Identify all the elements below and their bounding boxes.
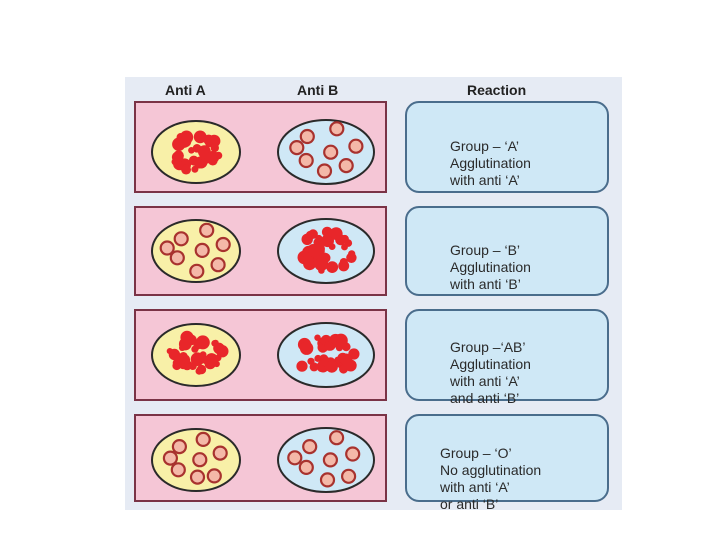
red-cell: [319, 472, 336, 488]
row-4-line-1: Group – ‘O’: [440, 445, 512, 461]
row-2-line-2: Agglutination: [450, 259, 531, 275]
row-4-reaction-box: [405, 414, 609, 502]
red-cell: [328, 430, 345, 446]
row-1-anti-a-dish: [151, 120, 241, 184]
red-cell: [192, 452, 208, 468]
row-2-anti-a-dish: [151, 219, 241, 283]
row-1-reaction-box: [405, 101, 609, 193]
row-4-line-2: No agglutination: [440, 462, 542, 478]
row-3-line-1: Group –‘AB’: [450, 339, 526, 355]
row-3-anti-b-dish: [277, 322, 375, 388]
row-1-line-2: Agglutination: [450, 155, 531, 171]
row-2-reaction-box: [405, 206, 609, 296]
row-3-line-4: and anti ‘B’: [450, 390, 520, 406]
red-cell: [215, 236, 231, 253]
red-cell: [323, 144, 339, 160]
agglutination-clump: [171, 130, 223, 175]
red-cell: [298, 152, 314, 169]
red-cell: [316, 163, 333, 179]
red-cell: [340, 468, 357, 484]
red-cell: [289, 140, 305, 156]
row-1-line-1: Group – ‘A’: [450, 138, 519, 154]
row-4-anti-a-dish: [151, 428, 241, 492]
red-cell: [171, 439, 187, 455]
red-cell: [189, 469, 206, 485]
red-cell: [329, 121, 345, 137]
header-reaction: Reaction: [467, 82, 527, 98]
agglutination-clump: [296, 333, 360, 374]
header-anti-a: Anti A: [165, 82, 206, 98]
red-cell: [189, 263, 205, 279]
row-1-anti-b-dish: [277, 119, 375, 185]
row-3-anti-a-dish: [151, 323, 241, 387]
row-4-line-3: with anti ‘A’: [440, 479, 510, 495]
red-cell: [348, 138, 364, 154]
red-cell: [299, 128, 315, 145]
row-2-line-1: Group – ‘B’: [450, 242, 521, 258]
row-2-anti-b-dish: [277, 218, 375, 284]
red-cell: [345, 446, 361, 462]
row-3-line-3: with anti ‘A’: [450, 373, 520, 389]
red-cell: [322, 452, 339, 468]
red-cell: [287, 450, 303, 466]
red-cell: [302, 439, 318, 455]
red-cell: [199, 222, 215, 238]
red-cell: [338, 157, 354, 174]
red-cell: [210, 257, 226, 273]
red-cell: [206, 468, 222, 484]
red-cell: [169, 250, 185, 266]
row-3-reaction-box: [405, 309, 609, 401]
red-cell: [195, 431, 211, 447]
red-cell: [212, 445, 228, 461]
agglutination-clump: [166, 330, 229, 375]
dish-plate: [277, 218, 375, 284]
red-cell: [159, 240, 175, 256]
red-cell: [194, 242, 210, 259]
red-cell: [170, 462, 186, 478]
row-4-line-4: or anti ‘B’: [440, 496, 499, 512]
agglutination-clump: [297, 226, 357, 274]
row-2-line-3: with anti ‘B’: [450, 276, 521, 292]
red-cell: [162, 450, 178, 466]
red-cell: [298, 459, 314, 476]
row-1-line-3: with anti ‘A’: [450, 172, 520, 188]
row-3-line-2: Agglutination: [450, 356, 531, 372]
header-anti-b: Anti B: [297, 82, 339, 98]
row-4-anti-b-dish: [277, 427, 375, 493]
red-cell: [173, 231, 189, 247]
